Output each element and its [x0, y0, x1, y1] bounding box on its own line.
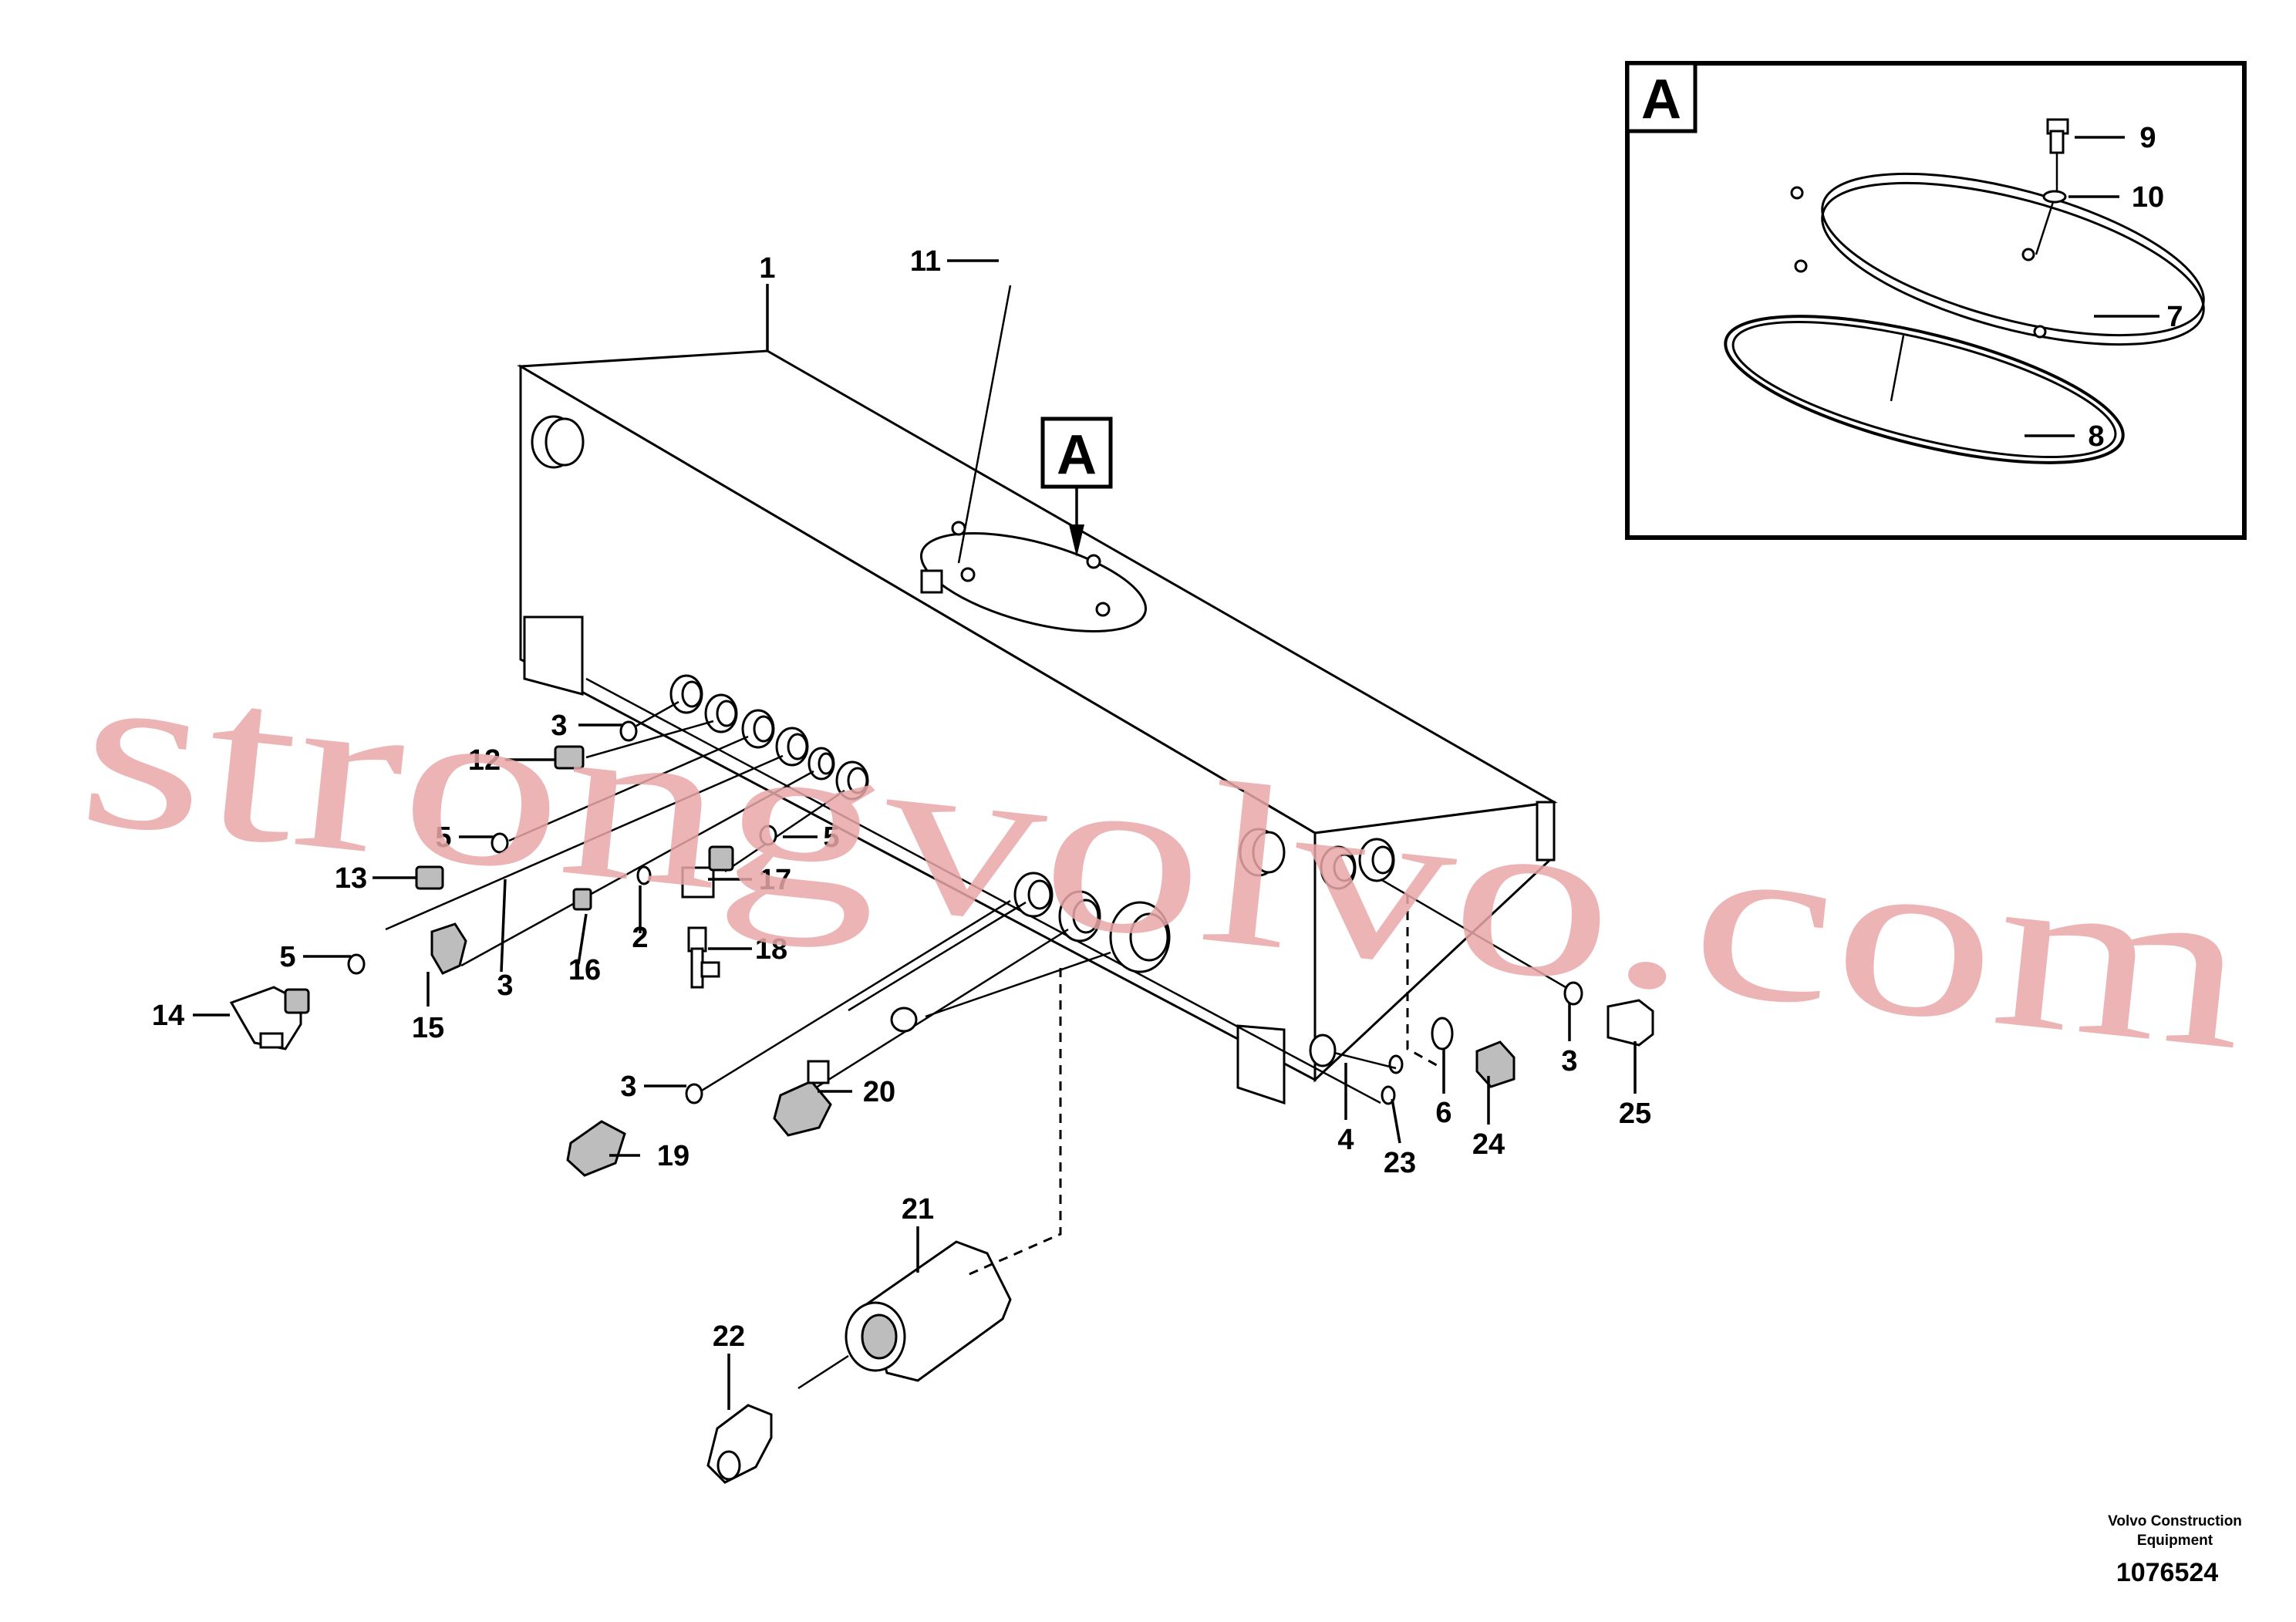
callout-19: 19 — [657, 1140, 689, 1172]
callout-22: 22 — [713, 1320, 745, 1353]
callout-6: 6 — [1435, 1097, 1451, 1129]
detail-box-letter: A — [1641, 69, 1681, 130]
callout-12: 12 — [468, 744, 501, 777]
callout-2: 2 — [632, 922, 648, 954]
callout-23: 23 — [1384, 1147, 1416, 1179]
callout-9: 9 — [2139, 122, 2156, 154]
footer: Volvo Construction Equipment 1076524 — [2108, 1513, 2242, 1587]
callout-20: 20 — [863, 1076, 895, 1108]
fittings-middle — [566, 872, 1171, 1177]
callout-labels: 1 11 3 12 5 13 5 14 15 3 2 16 5 17 18 3 … — [152, 122, 2183, 1353]
callout-25: 25 — [1619, 1098, 1651, 1130]
callout-17: 17 — [759, 864, 791, 896]
detail-marker: A — [1040, 416, 1113, 557]
callout-21: 21 — [902, 1193, 934, 1226]
callout-3-b: 3 — [497, 969, 513, 1002]
callout-3-d: 3 — [1561, 1045, 1577, 1077]
callout-16: 16 — [568, 954, 601, 986]
callout-24: 24 — [1472, 1128, 1505, 1161]
detail-marker-letter: A — [1057, 424, 1097, 486]
callout-3-a: 3 — [551, 710, 567, 742]
callout-13: 13 — [335, 862, 367, 895]
callout-8: 8 — [2088, 420, 2104, 453]
filter-assembly — [706, 895, 1443, 1484]
callout-3-c: 3 — [620, 1071, 636, 1103]
leader-lines — [193, 136, 2159, 1410]
callout-15: 15 — [412, 1012, 444, 1044]
callout-11: 11 — [910, 245, 941, 278]
callout-5-c: 5 — [823, 821, 839, 854]
fittings-left — [229, 674, 869, 1050]
callout-1: 1 — [759, 252, 775, 285]
drawing-number: 1076524 — [2116, 1558, 2218, 1587]
callout-10: 10 — [2132, 181, 2164, 214]
detail-box: A — [1625, 61, 2247, 540]
callout-7: 7 — [2166, 301, 2183, 333]
callout-14: 14 — [152, 1000, 184, 1032]
company-name-line1: Volvo Construction — [2108, 1513, 2242, 1529]
callout-4: 4 — [1337, 1124, 1354, 1156]
callout-5-b: 5 — [279, 941, 295, 973]
fittings-right — [1309, 838, 1654, 1105]
callout-18: 18 — [755, 933, 787, 966]
company-name-line2: Equipment — [2137, 1533, 2213, 1549]
callout-5-a: 5 — [435, 821, 451, 854]
